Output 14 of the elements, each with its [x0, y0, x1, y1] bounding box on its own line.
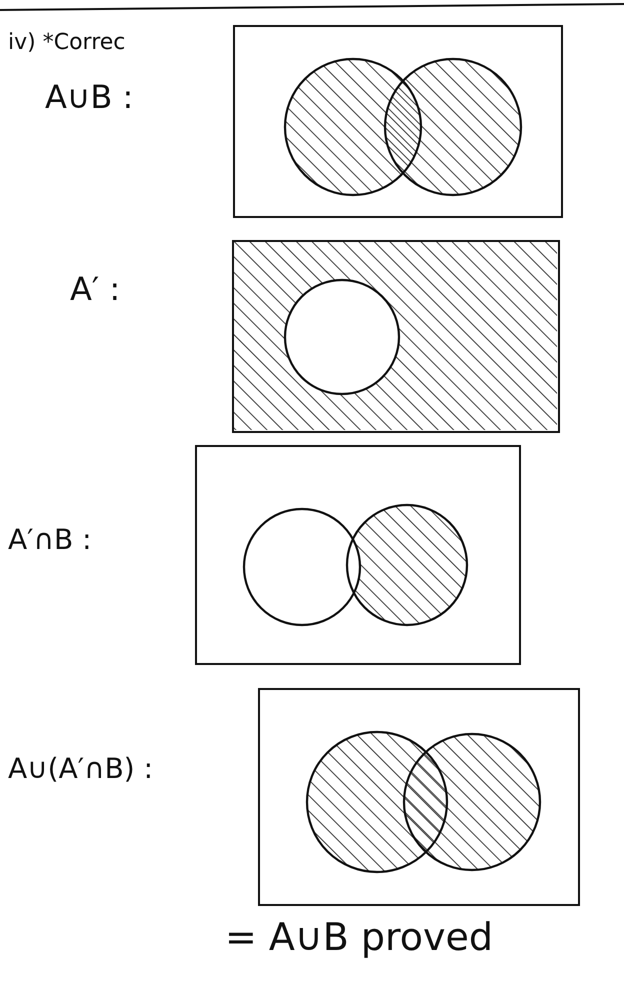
- universal-set-rectangle: [258, 688, 580, 906]
- set-expression: A∪(A′∩B) :: [8, 752, 154, 785]
- set-expression: A′∩B :: [8, 523, 92, 556]
- set-circle: [401, 731, 543, 873]
- conclusion-text: = A∪B proved: [225, 915, 494, 959]
- universal-set-rectangle: [233, 25, 563, 218]
- set-expression: A∪B :: [45, 78, 134, 116]
- set-circle: [382, 56, 524, 198]
- universal-set-rectangle: [195, 445, 521, 665]
- part-heading: iv) *Correc: [8, 30, 126, 55]
- set-circle: [344, 502, 470, 628]
- set-expression: A′ :: [70, 270, 120, 308]
- set-circle: [282, 277, 402, 397]
- universal-set-rectangle: [232, 240, 560, 433]
